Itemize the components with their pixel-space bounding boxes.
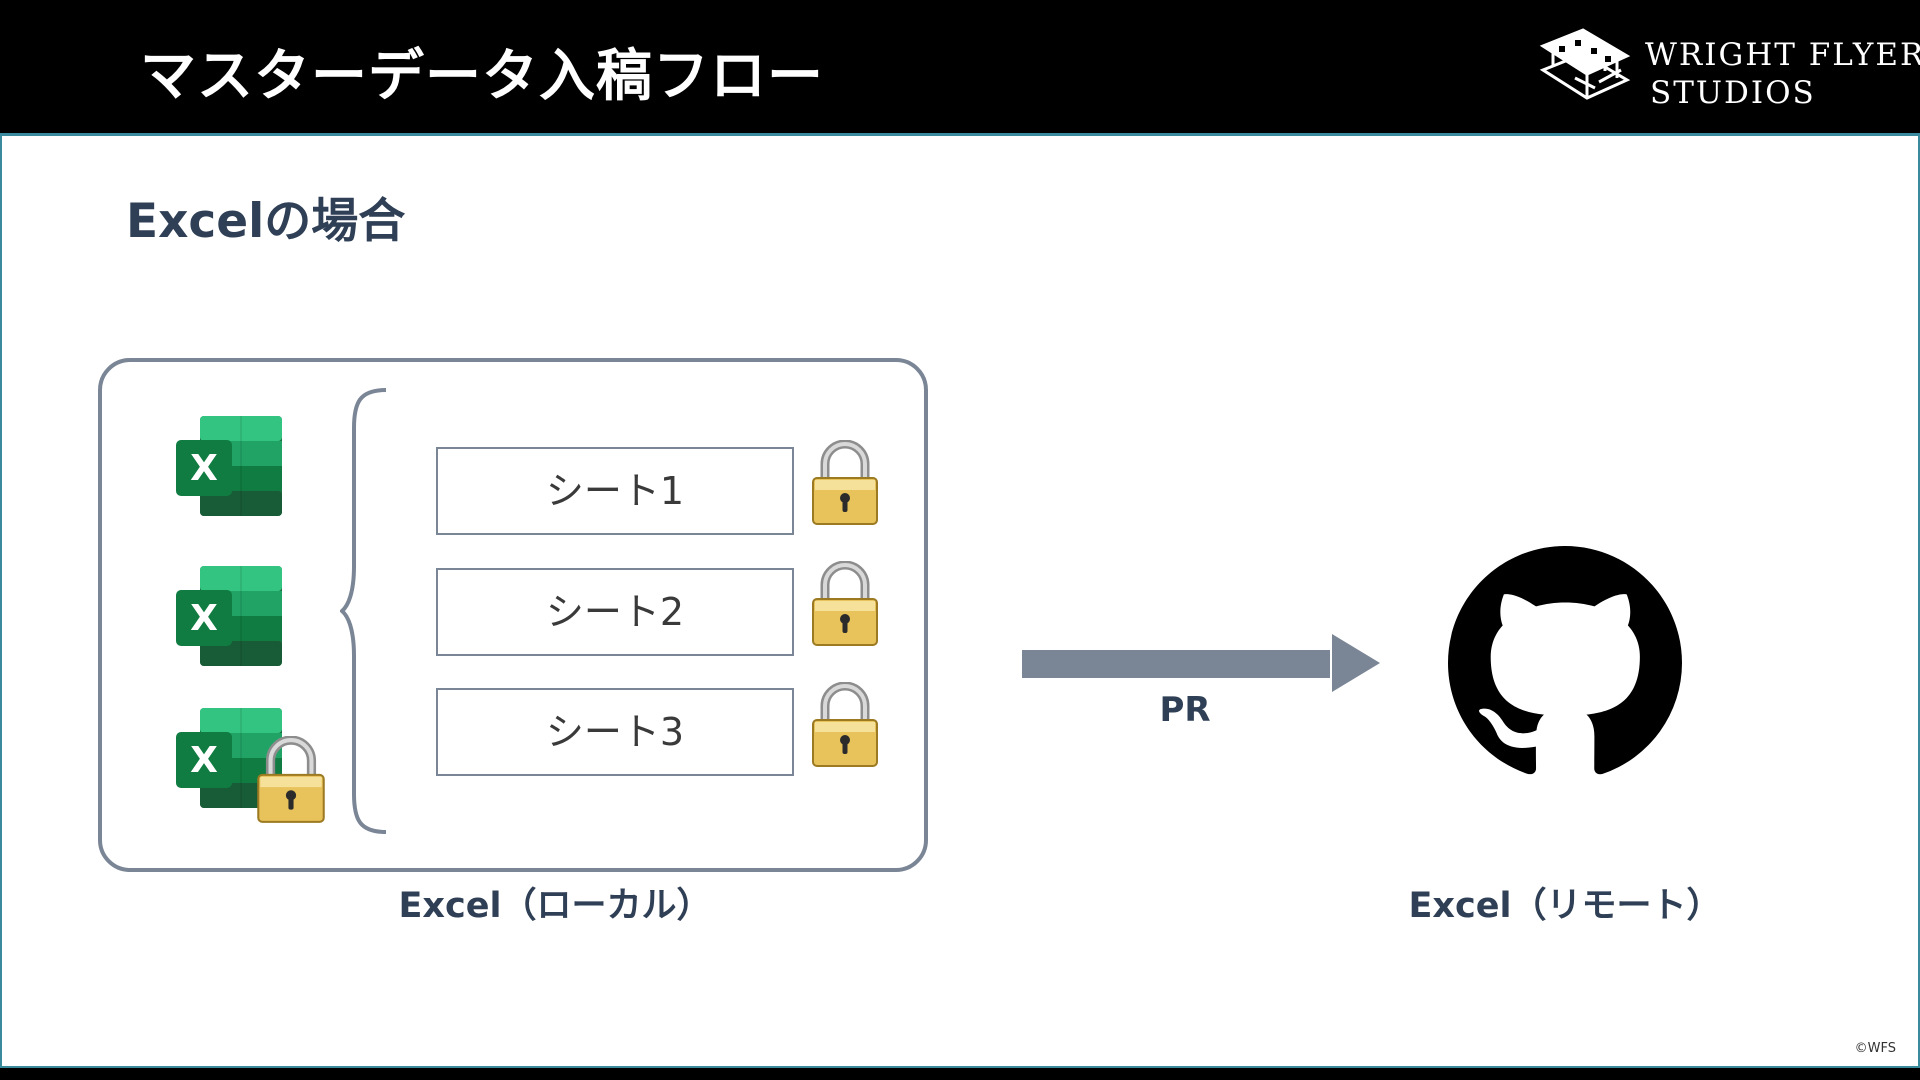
copyright: ©WFS: [1854, 1041, 1896, 1056]
slide-title: マスターデータ入稿フロー: [140, 44, 824, 109]
svg-text:X: X: [190, 448, 218, 489]
github-icon: [1448, 546, 1682, 775]
bottom-bar: [0, 1066, 1920, 1080]
title-bar: マスターデータ入稿フロー WR: [0, 0, 1920, 136]
sheet-2-lock-icon: [812, 561, 878, 646]
pr-label: PR: [1159, 690, 1211, 730]
sheet-1-lock-icon: [812, 440, 878, 525]
right-border: [1918, 136, 1920, 1066]
sheet-box-1: シート1: [436, 447, 794, 535]
excel-icon: X: [176, 416, 282, 516]
file-lock-icon: [257, 736, 325, 823]
sheet-box-2: シート2: [436, 568, 794, 656]
brand-line-2: STUDIOS: [1650, 75, 1816, 111]
local-excel-group-frame: [98, 358, 928, 872]
excel-icon: X: [176, 566, 282, 666]
brand-line-1: WRIGHT FLYER: [1645, 37, 1920, 73]
brand-wordmark: WRIGHT FLYER STUDIOS: [1645, 36, 1920, 112]
section-heading: Excelの場合: [126, 194, 406, 249]
svg-text:X: X: [190, 598, 218, 639]
curly-brace-icon: [340, 388, 387, 834]
pr-arrow-icon: [1022, 634, 1380, 692]
sheet-3-lock-icon: [812, 682, 878, 767]
wright-flyer-logo-icon: [1539, 28, 1631, 100]
left-border: [0, 136, 2, 1066]
sheet-box-3: シート3: [436, 688, 794, 776]
local-caption: Excel（ローカル）: [398, 886, 712, 926]
svg-text:X: X: [190, 740, 218, 781]
remote-caption: Excel（リモート）: [1408, 886, 1722, 926]
